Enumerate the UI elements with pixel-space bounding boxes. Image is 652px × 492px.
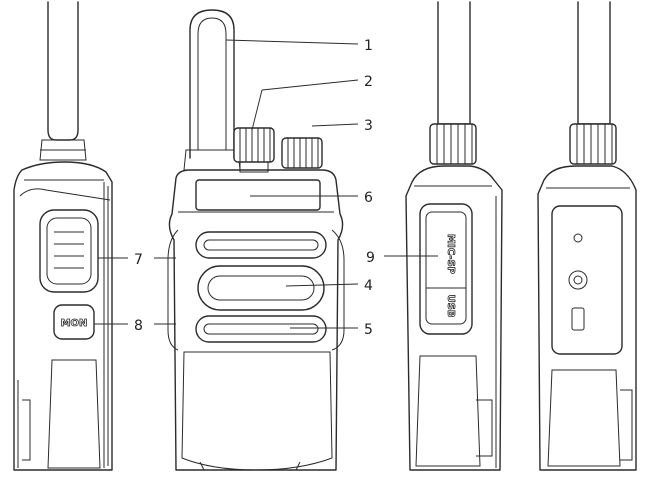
ports-side-view (537, 1, 637, 471)
usb-label: USB (445, 295, 456, 318)
ptt-button-left (39, 209, 99, 293)
speaker-jack (568, 270, 588, 290)
knob-right-b (569, 123, 617, 165)
leader-4 (285, 283, 359, 287)
mic-sp-label: MIC-SP (445, 234, 456, 274)
channel-knob (233, 127, 275, 173)
leader-3 (311, 123, 359, 127)
callout-8: 8 (134, 318, 143, 334)
callout-6: 6 (364, 190, 373, 206)
microphone-slot (195, 315, 327, 343)
antenna-right-b (577, 1, 611, 125)
callout-4: 4 (364, 278, 373, 294)
leader-2 (261, 79, 359, 91)
callout-1: 1 (364, 38, 373, 54)
antenna-front (189, 9, 235, 159)
speaker-slot-upper (195, 231, 327, 259)
antenna-collar-front (183, 149, 241, 171)
front-body-outline (168, 169, 344, 471)
knob-right-a (429, 123, 477, 165)
antenna-left (47, 1, 79, 141)
accessory-port-cover (419, 203, 473, 335)
callout-3: 3 (364, 118, 373, 134)
usb-port (571, 307, 585, 331)
top-display (195, 179, 321, 211)
front-view (167, 9, 345, 471)
mon-button (53, 304, 95, 340)
callout-9: 9 (366, 250, 375, 266)
callout-2: 2 (364, 74, 373, 90)
callout-5: 5 (364, 322, 373, 338)
right-side-view: MIC-SP USB (405, 1, 503, 471)
left-body-outline (13, 161, 113, 471)
left-side-view: MON (13, 1, 113, 471)
speaker-grille (197, 265, 325, 311)
callout-7: 7 (134, 252, 143, 268)
leader-1 (225, 39, 359, 45)
mon-button-label: MON (61, 318, 88, 329)
callouts: 1 2 3 6 4 5 7 8 9 (94, 38, 438, 338)
mic-jack (573, 233, 583, 243)
right-a-body-outline (405, 165, 503, 471)
antenna-right-a (437, 1, 471, 125)
volume-knob (281, 137, 323, 169)
antenna-collar-left (39, 139, 87, 161)
right-b-body-outline (537, 165, 637, 471)
